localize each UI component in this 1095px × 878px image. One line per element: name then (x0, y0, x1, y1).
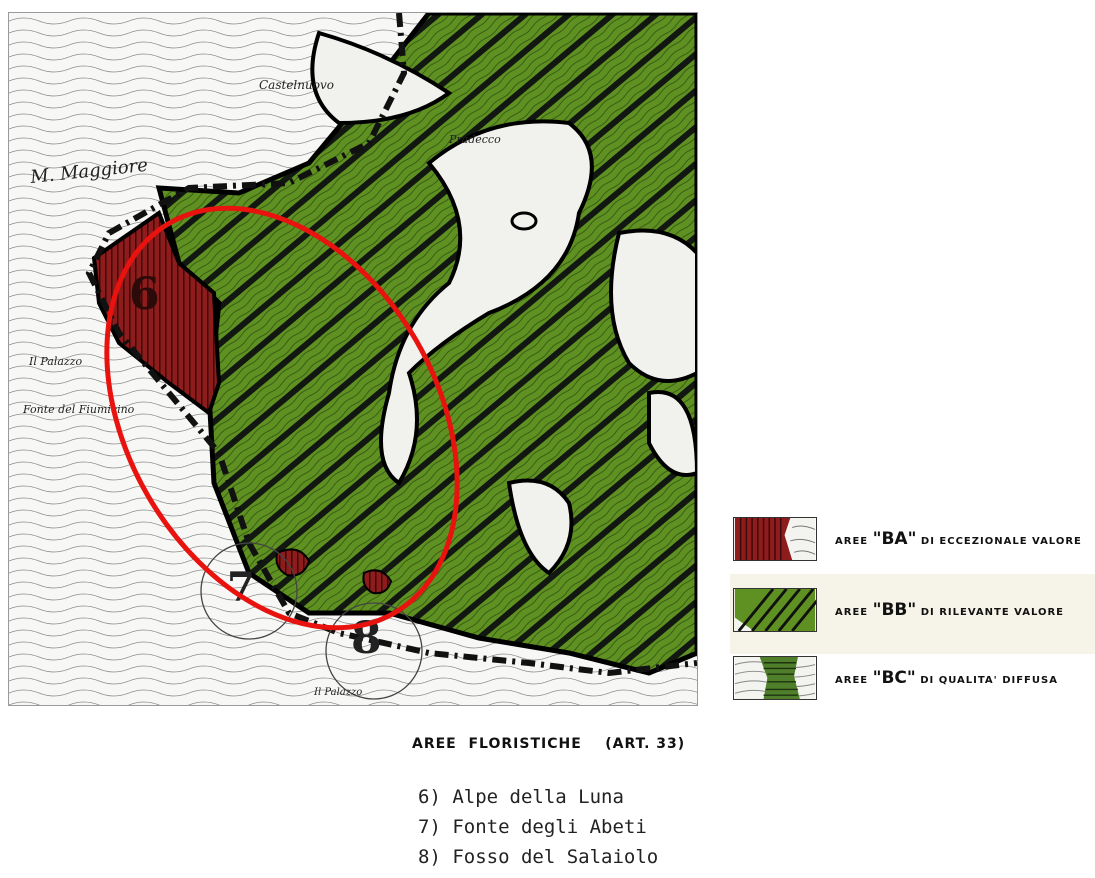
list-item: 7) Fonte degli Abeti (418, 816, 647, 838)
section-title: AREE FLORISTICHE (ART. 33) (412, 736, 686, 752)
place-label: Fonte del Fiumicino (22, 403, 135, 416)
area-number-6: 6 (129, 269, 160, 320)
legend-item-ba: AREE "BA" DI ECCEZIONALE VALORE (733, 517, 1082, 561)
topographic-map: 6 7 8 M. Maggiore Castelnuovo Il Palazzo… (9, 13, 697, 705)
list-item: 6) Alpe della Luna (418, 786, 624, 808)
enclave-3 (506, 478, 574, 576)
highlight-ellipse (104, 205, 460, 631)
area-list: 6) Alpe della Luna 7) Fonte degli Abeti … (418, 782, 658, 872)
enclave-2 (609, 228, 697, 383)
legend-swatch-bc (733, 656, 817, 700)
enclave-1 (379, 119, 594, 486)
legend-swatch-ba (733, 517, 817, 561)
legend-label-ba: AREE "BA" DI ECCEZIONALE VALORE (835, 529, 1082, 549)
place-label: Pradecco (448, 133, 501, 146)
enclave-4 (647, 390, 697, 477)
list-item: 8) Fosso del Salaiolo (418, 846, 659, 868)
enclave-5 (510, 211, 538, 231)
legend-item-bb: AREE "BB" DI RILEVANTE VALORE (733, 588, 1064, 632)
boundary-line (85, 13, 697, 677)
legend-label-bc: AREE "BC" DI QUALITA' DIFFUSA (835, 668, 1058, 688)
area-ba-8 (362, 569, 393, 595)
place-label: Il Palazzo (28, 355, 82, 368)
place-label: Castelnuovo (259, 78, 334, 92)
enclave-6 (310, 30, 453, 126)
legend-item-bc: AREE "BC" DI QUALITA' DIFFUSA (733, 656, 1058, 700)
map-frame: 6 7 8 M. Maggiore Castelnuovo Il Palazzo… (8, 12, 698, 706)
place-label: Il Palazzo (313, 687, 362, 698)
legend-label-bb: AREE "BB" DI RILEVANTE VALORE (835, 600, 1064, 620)
area-circle-8 (325, 602, 423, 700)
area-circle-7 (200, 542, 298, 640)
legend-swatch-bb (733, 588, 817, 632)
area-ba-7 (275, 548, 311, 577)
